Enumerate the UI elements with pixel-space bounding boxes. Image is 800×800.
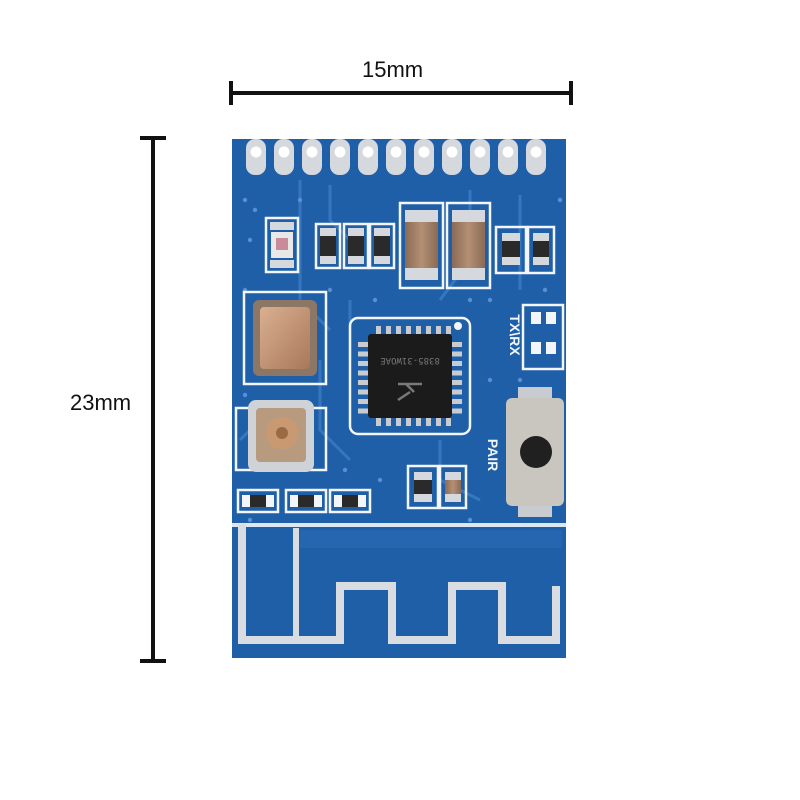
width-dimension-cap-right (569, 81, 573, 105)
pair-button[interactable] (506, 387, 564, 517)
silkscreen-pair-label: PAIR (485, 439, 501, 471)
pcb-vias (242, 197, 563, 523)
main-ic-chip: 8385-31WOAE (348, 316, 472, 436)
smd-resistor (342, 495, 358, 507)
large-capacitors (398, 201, 492, 290)
via (542, 287, 548, 293)
via (467, 517, 473, 523)
via (372, 297, 378, 303)
via (517, 377, 523, 383)
smd-resistor (250, 495, 266, 507)
castellated-pin-row (246, 139, 546, 175)
via (242, 392, 248, 398)
led-component (264, 216, 300, 274)
crystal-oscillator (242, 290, 328, 386)
smd-components-bottom (406, 464, 468, 510)
via (327, 287, 333, 293)
height-dimension-cap-bottom (140, 659, 166, 663)
height-dimension-line (151, 137, 155, 663)
pcb-meander-antenna (238, 524, 560, 644)
via (297, 197, 303, 203)
smd-resistor (348, 236, 364, 256)
width-dimension-label: 15mm (362, 57, 424, 82)
smd-resistor (320, 236, 336, 256)
width-dimension-line (230, 91, 571, 95)
width-dimension-cap-left (229, 81, 233, 105)
via (252, 207, 258, 213)
via (342, 467, 348, 473)
via (487, 377, 493, 383)
smd-resistor-row-top (314, 222, 396, 270)
silkscreen-tx-rx-label: TX\RX (507, 314, 523, 356)
smd-components-right (494, 225, 556, 275)
height-dimension-label: 23mm (70, 390, 132, 415)
via (467, 297, 473, 303)
via (377, 477, 383, 483)
smd-resistor-row-bottom (236, 488, 372, 514)
smd-resistor (298, 495, 314, 507)
via (487, 297, 493, 303)
via (242, 197, 248, 203)
chip-marking-text: 8385-31WOAE (380, 355, 440, 365)
tx-rx-indicator-pads (521, 303, 565, 371)
smd-resistor (374, 236, 390, 256)
via (247, 237, 253, 243)
antenna-keepout-band (232, 523, 566, 527)
ufl-antenna-connector (234, 400, 328, 472)
via (557, 197, 563, 203)
height-dimension-cap-top (140, 136, 166, 140)
via (247, 517, 253, 523)
